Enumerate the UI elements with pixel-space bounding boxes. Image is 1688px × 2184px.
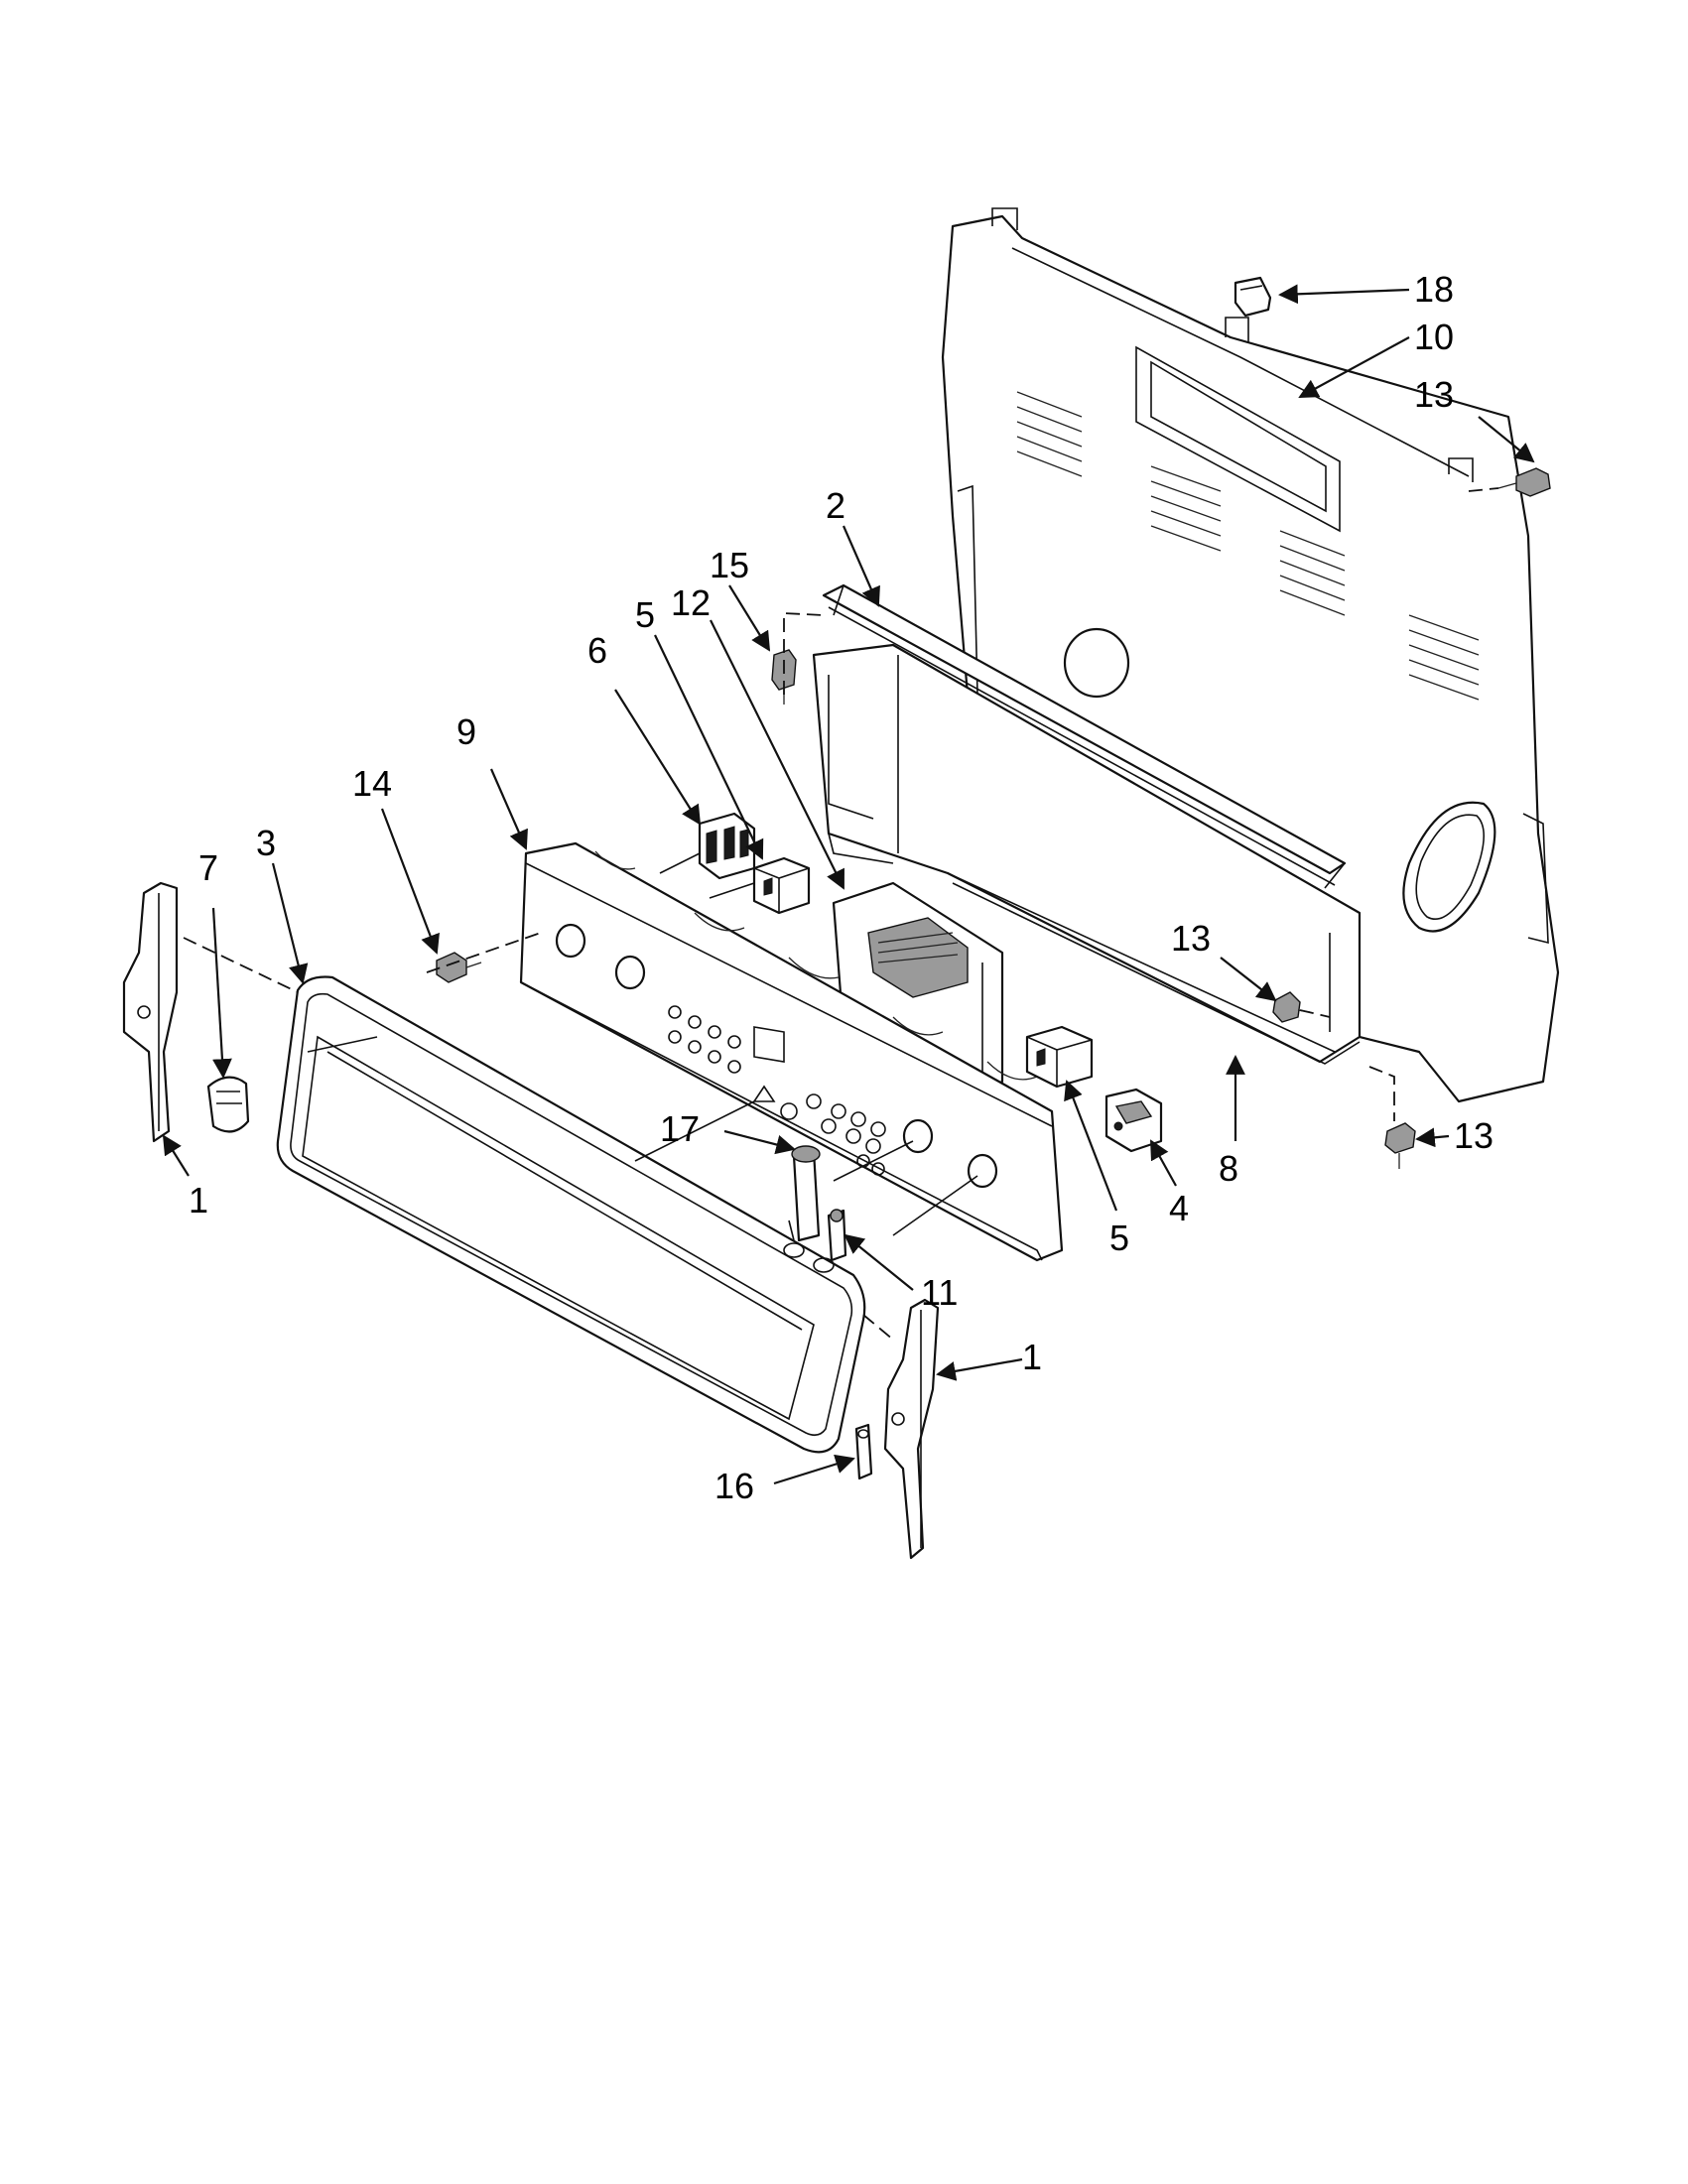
clip-17-part — [788, 1145, 821, 1242]
leader-lines — [162, 284, 1535, 1485]
knob-part — [206, 1076, 250, 1133]
side-bracket-right-part — [883, 1298, 940, 1560]
callout-16: 16 — [714, 1466, 754, 1506]
switch-4-part — [1104, 1088, 1163, 1153]
callout-11: 11 — [921, 1272, 958, 1313]
callout-13-top: 13 — [1414, 374, 1454, 415]
callout-18: 18 — [1414, 269, 1454, 310]
infinite-switch-upper-part — [752, 856, 811, 915]
switch-block-part — [698, 812, 756, 880]
screw-13-top-part — [1497, 467, 1551, 497]
infinite-switch-lower-part — [1025, 1025, 1094, 1089]
callout-17: 17 — [660, 1108, 700, 1149]
console-panel-part — [519, 841, 1064, 1262]
screw-14-part — [436, 952, 482, 983]
callout-5-upper: 5 — [635, 594, 655, 635]
callout-5-lower: 5 — [1109, 1218, 1129, 1258]
callout-10: 10 — [1414, 317, 1454, 357]
callout-3: 3 — [256, 823, 276, 863]
panel-buttons — [668, 1005, 886, 1176]
callout-13-bottom: 13 — [1454, 1115, 1493, 1156]
clip-18-part — [1234, 276, 1272, 318]
vent-louvers-right — [1408, 614, 1480, 701]
panel-notches — [594, 850, 1038, 1081]
top-rail-part — [822, 583, 1347, 889]
callout-7: 7 — [198, 847, 218, 888]
callout-1-right: 1 — [1022, 1337, 1042, 1377]
callout-12: 12 — [671, 582, 711, 623]
side-bracket-left-part — [122, 881, 179, 1143]
callout-13-middle: 13 — [1171, 918, 1211, 959]
callout-labels: 18 10 13 2 15 12 5 6 9 14 3 7 13 13 8 4 … — [189, 269, 1493, 1506]
clip-16-part — [854, 1423, 873, 1480]
callout-1-left: 1 — [189, 1180, 208, 1220]
alignment-lines — [183, 487, 1499, 1341]
callout-9: 9 — [456, 711, 476, 752]
callout-4: 4 — [1169, 1188, 1189, 1228]
screw-13-bottom-part — [1384, 1122, 1416, 1169]
control-bracket-part — [812, 643, 1362, 1065]
clip-11-part — [827, 1209, 847, 1262]
vent-louvers-middle — [1150, 465, 1222, 552]
vent-louvers-center — [1279, 530, 1346, 616]
screw-15-part — [771, 649, 797, 705]
callout-6: 6 — [587, 630, 607, 671]
console-trim-part — [276, 975, 866, 1454]
callout-14: 14 — [352, 763, 392, 804]
callout-2: 2 — [826, 485, 845, 526]
vent-louvers-upper-left — [1016, 391, 1083, 477]
callout-8: 8 — [1219, 1148, 1238, 1189]
callout-15: 15 — [710, 545, 749, 585]
